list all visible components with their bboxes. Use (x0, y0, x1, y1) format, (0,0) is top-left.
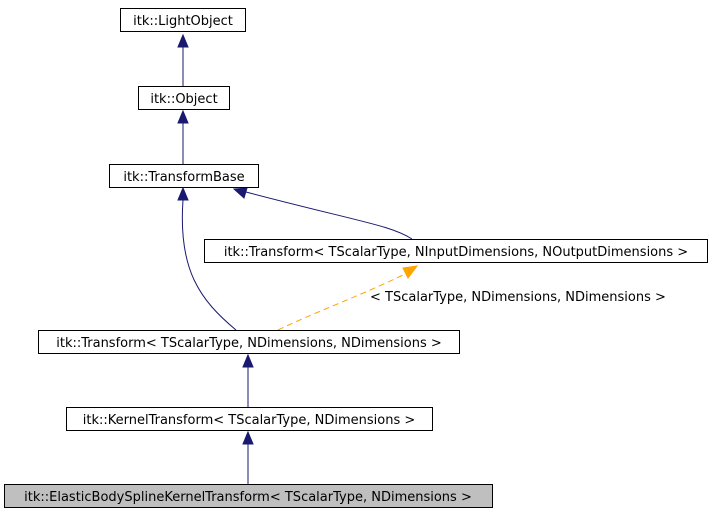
edge-object-to-lightobject (177, 33, 189, 86)
node-label: itk::Object (150, 92, 217, 107)
node-label: itk::LightObject (133, 14, 233, 29)
arrow-head (242, 353, 254, 368)
template-edge-label: < TScalarType, NDimensions, NDimensions … (370, 290, 666, 305)
arrow-head (177, 109, 189, 124)
node-transform-generic[interactable]: itk::Transform< TScalarType, NInputDimen… (204, 239, 708, 263)
arrow-head (177, 33, 189, 48)
node-label: itk::Transform< TScalarType, NDimensions… (56, 336, 442, 351)
node-label: itk::ElasticBodySplineKernelTransform< T… (24, 490, 472, 505)
node-transform-nd[interactable]: itk::Transform< TScalarType, NDimensions… (38, 330, 460, 354)
edge-template-instantiation: < TScalarType, NDimensions, NDimensions … (277, 265, 666, 331)
node-kerneltransform[interactable]: itk::KernelTransform< TScalarType, NDime… (66, 407, 433, 431)
edge-kerneltransform-to-transform-nd (242, 353, 254, 408)
arrow-head (242, 430, 254, 445)
node-label: itk::TransformBase (123, 170, 244, 185)
node-lightobject[interactable]: itk::LightObject (120, 8, 246, 32)
node-label: itk::Transform< TScalarType, NInputDimen… (224, 245, 688, 260)
edge-elasticbody-to-kerneltransform (242, 430, 254, 484)
edge-transformbase-to-object (177, 109, 189, 165)
edge-transform-generic-to-transformbase (232, 187, 413, 240)
node-object[interactable]: itk::Object (138, 86, 230, 110)
arrow-head (177, 186, 189, 201)
node-transformbase[interactable]: itk::TransformBase (109, 164, 259, 188)
node-elasticbody[interactable]: itk::ElasticBodySplineKernelTransform< T… (4, 484, 493, 508)
edge-transform-nd-to-transformbase (177, 186, 237, 331)
arrow-head (402, 265, 419, 279)
arrow-head (232, 187, 248, 199)
node-label: itk::KernelTransform< TScalarType, NDime… (83, 413, 416, 428)
